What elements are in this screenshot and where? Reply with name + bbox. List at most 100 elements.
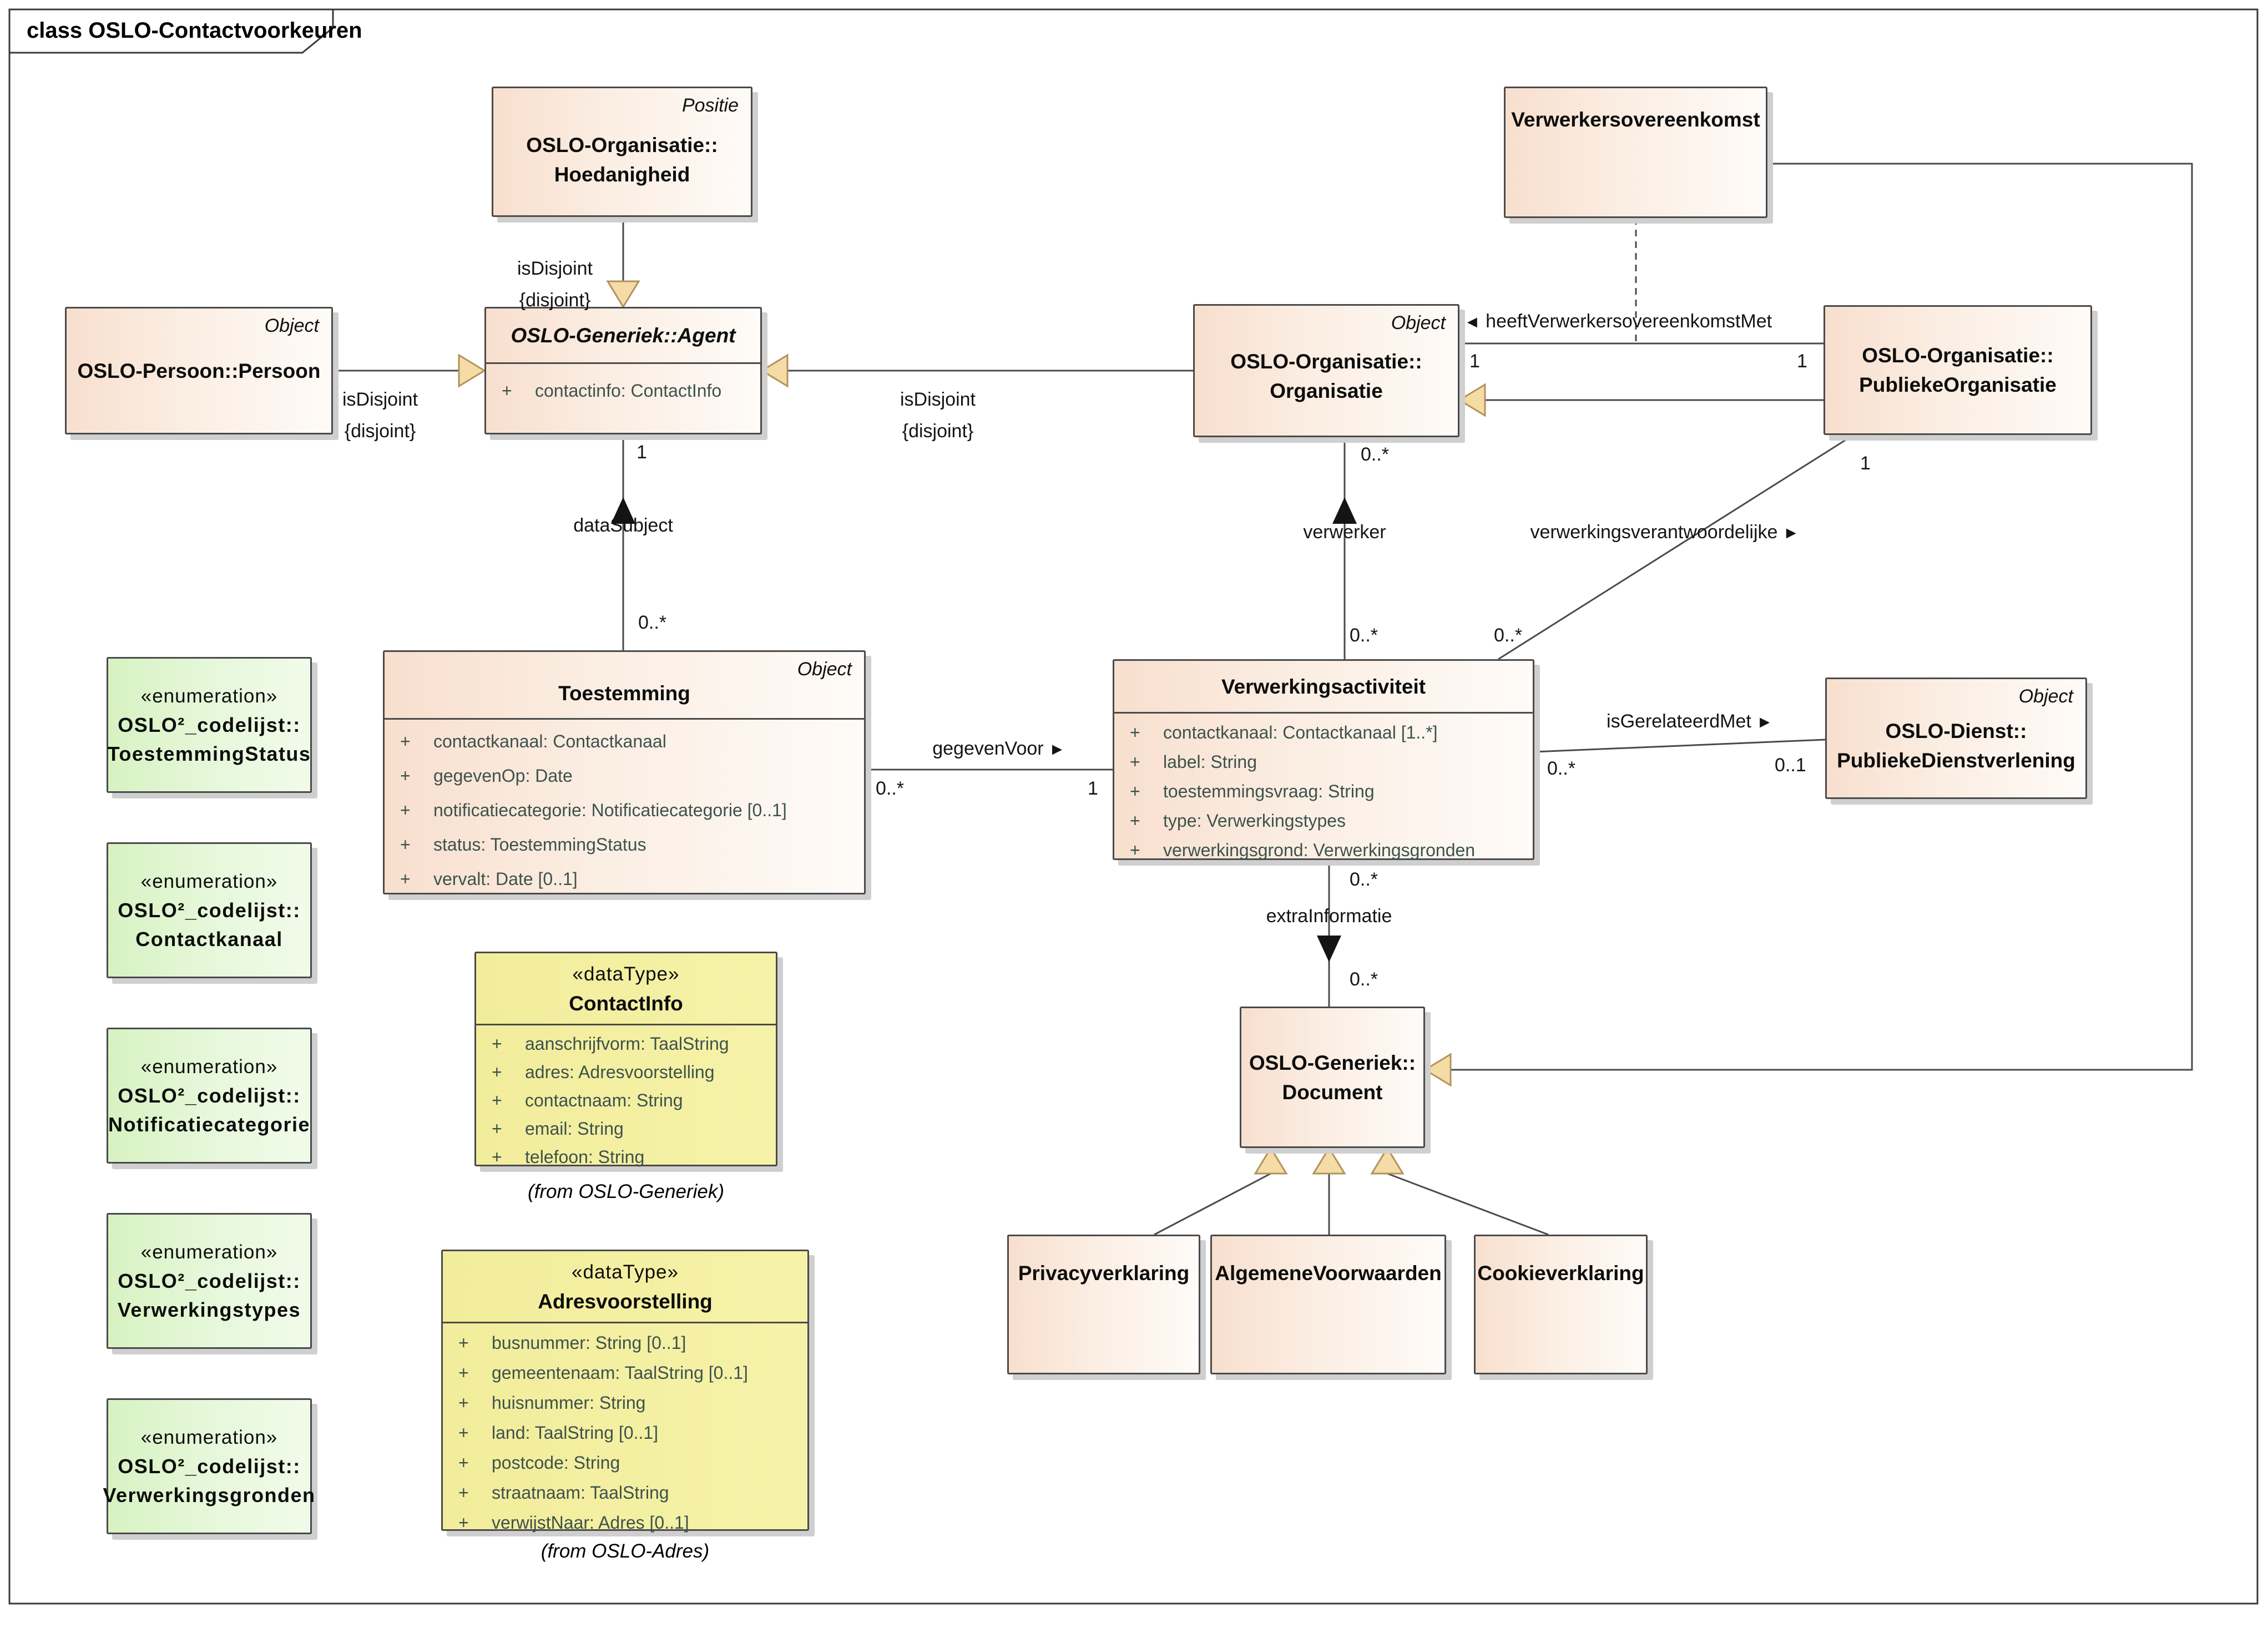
class-box-agent[interactable]: OSLO-Generiek::Agent + contactinfo: Cont… [484,307,762,434]
visibility-plus: + [458,1452,469,1473]
attribute-text: postcode: String [492,1452,620,1473]
multiplicity: 0..* [1350,869,1378,890]
class-name: Privacyverklaring [1018,1262,1190,1285]
generalization-arrow-icon [458,353,486,388]
edge-gen-verwerkersovereenkomst-document[interactable] [1451,163,2193,1071]
generalization-arrow-icon [606,280,640,309]
attribute-text: aanschrijfvorm: TaalString [525,1034,729,1054]
enum-box-notificatiecategorie[interactable]: «enumeration» OSLO²_codelijst:: Notifica… [107,1028,312,1164]
stereotype-label: «enumeration» [140,1427,278,1448]
class-box-organisatie[interactable]: Object OSLO-Organisatie:: Organisatie [1193,304,1459,437]
visibility-plus: + [458,1422,469,1443]
generalization-arrow-icon [1254,1146,1288,1175]
attribute-row: +notificatiecategorie: Notificatiecatego… [385,793,864,827]
edge-assoc-isgerelateerdmet[interactable] [1534,739,1826,753]
attribute-text: verwerkingsgrond: Verwerkingsgronden [1163,840,1476,860]
class-name: Cookieverklaring [1477,1262,1644,1285]
diagram-title-tab [8,8,334,54]
attribute-row: +aanschrijfvorm: TaalString [476,1030,776,1058]
generalization-arrow-icon [1423,1053,1452,1087]
datatype-box-contactinfo[interactable]: «dataType» ContactInfo +aanschrijfvorm: … [474,952,777,1167]
attribute-row: + gegevenOp: Date [385,759,864,793]
attribute-text: contactkanaal: Contactkanaal [433,731,666,751]
class-box-verwerkingsactiviteit[interactable]: Verwerkingsactiviteit +contactkanaal: Co… [1113,659,1534,860]
class-name: OSLO-Persoon::Persoon [77,359,321,382]
multiplicity: 0..* [876,778,905,799]
class-name: OSLO-Organisatie:: [1862,344,2054,367]
class-box-algemenevoorwaarden[interactable]: AlgemeneVoorwaarden [1210,1235,1446,1374]
enum-name: OSLO²_codelijst:: [118,1270,301,1292]
attribute-text: notificatiecategorie: Notificatiecategor… [433,800,787,820]
datatype-name: Adresvoorstelling [538,1290,713,1313]
enum-box-verwerkingstypes[interactable]: «enumeration» OSLO²_codelijst:: Verwerki… [107,1213,312,1349]
attribute-row: +land: TaalString [0..1] [443,1418,807,1448]
visibility-plus: + [458,1512,469,1533]
attribute-text: label: String [1163,752,1257,772]
enum-name: OSLO²_codelijst:: [118,899,301,922]
attribute-row: + contactkanaal: Contactkanaal [1..*] [1114,718,1533,747]
class-box-cookieverklaring[interactable]: Cookieverklaring [1474,1235,1648,1374]
class-name: OSLO-Organisatie:: [1230,350,1422,373]
edge-gen-cookieverklaring-document[interactable] [1387,1172,1549,1236]
multiplicity: 1 [1088,778,1098,799]
direction-arrow-icon [1332,497,1357,524]
visibility-plus: + [492,1147,502,1167]
enum-box-verwerkingsgronden[interactable]: «enumeration» OSLO²_codelijst:: Verwerki… [103,1398,315,1534]
attribute-row: +gemeentenaam: TaalString [0..1] [443,1358,807,1388]
attribute-row: + huisnummer: String [443,1388,807,1418]
edge-label-isdisjoint: isDisjoint {disjoint} [900,389,976,442]
enum-box-toestemmingstatus[interactable]: «enumeration» OSLO²_codelijst:: Toestemm… [107,657,312,793]
multiplicity: 1 [1469,351,1480,372]
enum-box-contactkanaal[interactable]: «enumeration» OSLO²_codelijst:: Contactk… [107,842,312,978]
visibility-plus: + [458,1392,469,1413]
stereotype-label: «enumeration» [140,1056,278,1078]
class-box-publiekeorganisatie[interactable]: OSLO-Organisatie:: PubliekeOrganisatie [1824,305,2092,435]
attribute-row: +type: Verwerkingstypes [1114,806,1533,836]
from-package-caption: (from OSLO-Adres) [541,1540,710,1562]
class-name: OSLO-Generiek::Agent [511,324,736,347]
datatype-box-adresvoorstelling[interactable]: «dataType» Adresvoorstelling +busnummer:… [441,1250,809,1533]
edge-gen-privacyverklaring-document[interactable] [1154,1172,1271,1236]
enum-name: OSLO²_codelijst:: [118,1455,301,1478]
attribute-text: contactkanaal: Contactkanaal [1..*] [1163,722,1438,742]
multiplicity: 0..* [1494,625,1523,646]
attribute-row: +email: String [476,1115,776,1143]
class-name: Toestemming [558,682,690,705]
class-name: OSLO-Dienst:: [1885,719,2027,742]
direction-arrow-icon [611,497,635,524]
stereotype-label: «enumeration» [140,685,278,707]
multiplicity: 0..* [1350,625,1378,646]
class-box-publiekedienstverlening[interactable]: Object OSLO-Dienst:: PubliekeDienstverle… [1825,678,2087,799]
class-name: Hoedanigheid [554,163,690,186]
class-box-persoon[interactable]: Object OSLO-Persoon::Persoon [65,307,333,434]
from-package-caption: (from OSLO-Generiek) [528,1181,724,1202]
edge-label-isdisjoint: isDisjoint {disjoint} [517,258,593,311]
class-name: OSLO-Generiek:: [1249,1051,1416,1074]
attribute-text: verwijstNaar: Adres [0..1] [492,1512,689,1533]
attribute-text: type: Verwerkingstypes [1163,811,1346,831]
attribute-text: gegevenOp: Date [433,765,573,786]
enum-name: OSLO²_codelijst:: [118,1084,301,1107]
edge-assoc-verwerkingsverantwoordelijke[interactable] [1498,434,1854,660]
class-box-verwerkersovereenkomst[interactable]: Verwerkersovereenkomst [1504,87,1767,218]
visibility-plus: + [400,765,411,786]
class-box-toestemming[interactable]: Object Toestemming +contactkanaal: Conta… [383,650,866,894]
multiplicity: 1 [637,442,647,463]
class-box-hoedanigheid[interactable]: Positie OSLO-Organisatie:: Hoedanigheid [492,87,752,217]
attribute-text: contactinfo: ContactInfo [535,380,722,401]
stereotype-tag: Object [797,659,852,680]
attribute-row: +contactkanaal: Contactkanaal [385,724,864,759]
class-name: AlgemeneVoorwaarden [1215,1262,1442,1285]
attribute-row: + contactinfo: ContactInfo [486,368,760,413]
class-box-privacyverklaring[interactable]: Privacyverklaring [1007,1235,1200,1374]
class-box-document[interactable]: OSLO-Generiek:: Document [1240,1007,1425,1148]
visibility-plus: + [1130,722,1140,742]
multiplicity: 0..* [638,612,667,633]
edge-label-gegevenvoor: gegevenVoor ► [932,738,1065,759]
attribute-text: telefoon: String [525,1147,645,1167]
class-name: OSLO-Organisatie:: [526,133,718,156]
attribute-text: huisnummer: String [492,1392,646,1413]
multiplicity: 0..* [1361,444,1390,465]
visibility-plus: + [458,1332,469,1353]
